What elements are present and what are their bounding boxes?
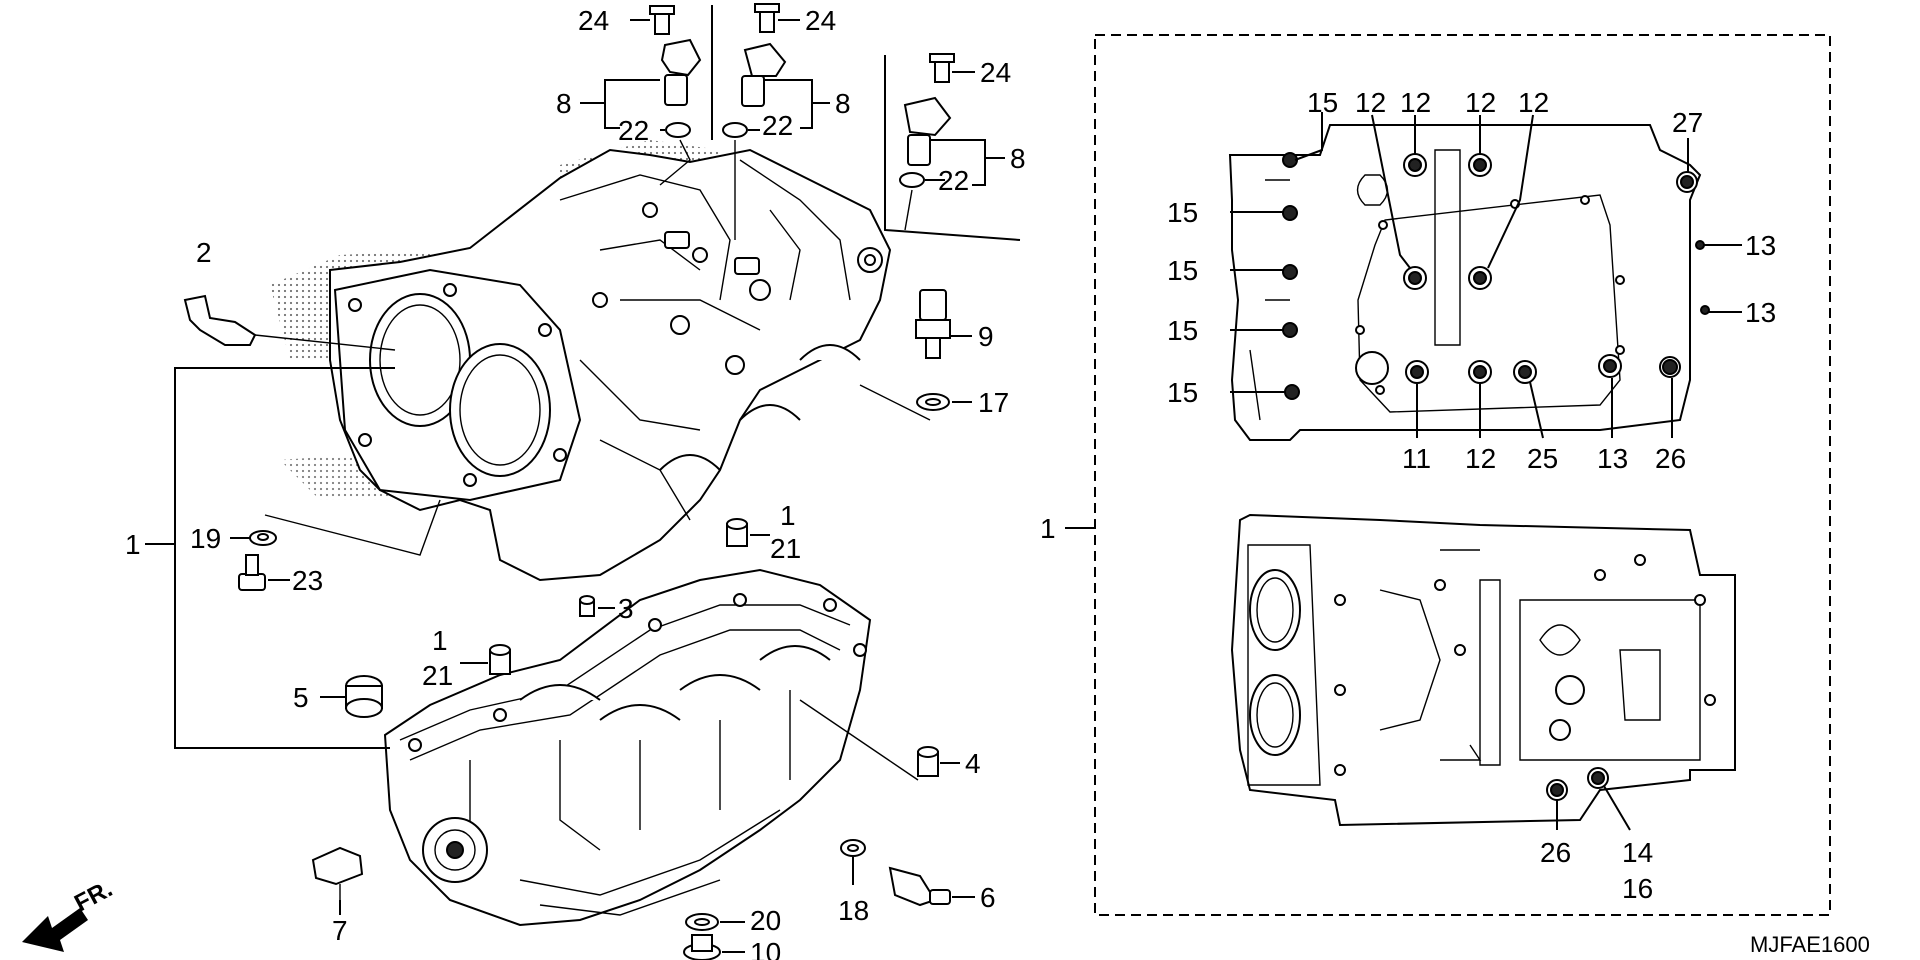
lower-crankcase [383, 568, 872, 927]
callout-24-right: 24 [980, 57, 1011, 88]
callout-8-right: 8 [1010, 143, 1026, 174]
callout-21-lower: 21 [422, 660, 453, 691]
inset-dashed-frame [1094, 34, 1831, 916]
callout-10: 10 [750, 937, 781, 960]
part-5-plug [345, 675, 383, 718]
callout-11: 11 [1402, 443, 1431, 474]
callout-8-middle: 8 [835, 88, 851, 119]
part-8-sensor-middle [722, 3, 787, 138]
callout-1-inset: 1 [1040, 513, 1056, 544]
callout-1-left: 1 [125, 529, 141, 560]
callout-15-e: 15 [1167, 377, 1198, 408]
part-7-switch [311, 846, 364, 900]
part-20-washer [685, 913, 719, 931]
callout-24-middle: 24 [805, 5, 836, 36]
callout-22-middle: 22 [762, 110, 793, 141]
callout-12-c: 12 [1465, 87, 1496, 118]
inset-upper-case-view [1228, 124, 1710, 441]
callout-15-b: 15 [1167, 197, 1198, 228]
callout-20: 20 [750, 905, 781, 936]
callout-19: 19 [190, 523, 221, 554]
callout-13-a: 13 [1745, 230, 1776, 261]
part-6-sensor [888, 866, 951, 907]
part-21-dowel-lower [489, 644, 511, 675]
inset-lower-case-view [1230, 513, 1736, 827]
callout-16: 16 [1622, 873, 1653, 904]
part-8-sensor-left [649, 5, 702, 138]
callout-5: 5 [293, 682, 309, 713]
callout-26-upper: 26 [1655, 443, 1686, 474]
callout-labels: 1 1 1 1 2 3 4 5 6 7 8 8 8 9 10 11 12 12 … [125, 5, 1776, 960]
callout-26-lower: 26 [1540, 837, 1571, 868]
part-21-dowel-upper [726, 518, 748, 547]
callout-17: 17 [978, 387, 1009, 418]
callout-23: 23 [292, 565, 323, 596]
callout-22-left: 22 [618, 115, 649, 146]
front-direction-arrow: FR. [22, 875, 117, 952]
callout-3: 3 [618, 593, 634, 624]
part-18-washer [840, 839, 866, 857]
part-3-dowel [579, 595, 595, 617]
callout-15-d: 15 [1167, 315, 1198, 346]
callout-13-b: 13 [1745, 297, 1776, 328]
callout-6: 6 [980, 882, 996, 913]
callout-2: 2 [196, 237, 212, 268]
callout-13-c: 13 [1597, 443, 1628, 474]
callout-7: 7 [332, 915, 348, 946]
part-10-plug [683, 934, 721, 960]
callout-9: 9 [978, 321, 994, 352]
callout-12-e: 12 [1465, 443, 1496, 474]
callout-15-c: 15 [1167, 255, 1198, 286]
upper-crankcase [270, 140, 892, 582]
callout-21-upper: 21 [770, 533, 801, 564]
callout-14: 14 [1622, 837, 1653, 868]
leader-lines-inset [1230, 112, 1742, 831]
callout-4: 4 [965, 748, 981, 779]
callout-24-left: 24 [578, 5, 609, 36]
callout-12-a: 12 [1355, 87, 1386, 118]
leader-lines-left [145, 5, 1021, 953]
callout-12-b: 12 [1400, 87, 1431, 118]
callout-22-right: 22 [938, 165, 969, 196]
part-2-clip [183, 294, 396, 351]
part-23-bolt [238, 554, 266, 591]
callout-1-dowel-lower: 1 [432, 625, 448, 656]
part-9-sensor [915, 289, 951, 359]
part-17-washer [916, 393, 950, 411]
callout-18: 18 [838, 895, 869, 926]
callout-1-dowel-upper: 1 [780, 500, 796, 531]
callout-8-left: 8 [556, 88, 572, 119]
part-4-dowel [917, 746, 939, 777]
part-19-washer [249, 530, 277, 546]
part-8-sensor-right [899, 53, 955, 188]
callout-25: 25 [1527, 443, 1558, 474]
callout-27: 27 [1672, 107, 1703, 138]
callout-12-d: 12 [1518, 87, 1549, 118]
diagram-code: MJFAE1600 [1750, 932, 1870, 957]
callout-15-a: 15 [1307, 87, 1338, 118]
